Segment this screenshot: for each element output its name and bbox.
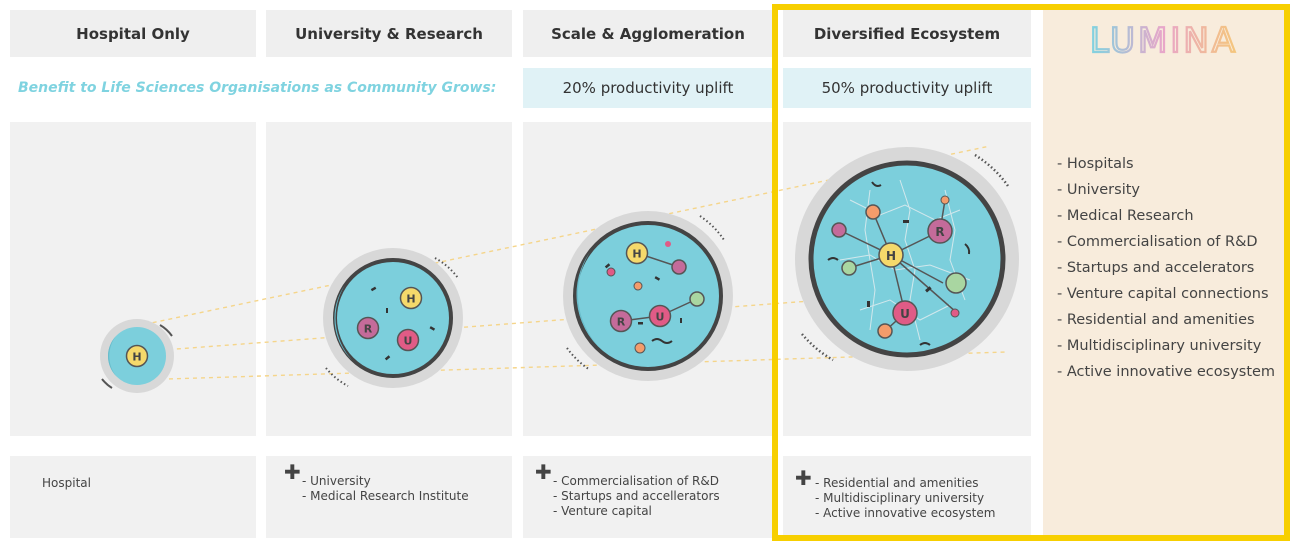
list-item: - University xyxy=(1057,182,1140,198)
list-item: - Hospitals xyxy=(1057,156,1134,172)
footer-university-research: ✚ - University - Medical Research Instit… xyxy=(266,456,512,538)
stage-3-circle: H R U xyxy=(563,211,733,381)
footer-line: - Commercialisation of R&D xyxy=(553,474,719,488)
footer-line: - University xyxy=(302,474,371,488)
footer-line: - Residential and amenities xyxy=(815,476,979,490)
node-hospital xyxy=(399,286,423,310)
list-item: - Venture capital connections xyxy=(1057,286,1269,302)
node-research xyxy=(356,316,380,340)
uplift-20: 20% productivity uplift xyxy=(523,68,773,108)
header-diversified-ecosystem: Diversified Ecosystem xyxy=(783,10,1031,57)
stage-2-circle: H R U xyxy=(323,248,463,388)
benefit-label: Benefit to Life Sciences Organisations a… xyxy=(18,80,497,96)
footer-diversified-ecosystem: ✚ - Residential and amenities - Multidis… xyxy=(783,456,1031,538)
footer-line: - Active innovative ecosystem xyxy=(815,506,996,520)
node-hospital xyxy=(878,242,904,268)
stage-4-circle: H R U xyxy=(795,147,1019,371)
uplift-50: 50% productivity uplift xyxy=(783,68,1031,108)
header-label: Scale & Agglomeration xyxy=(551,24,745,43)
list-item: - Medical Research xyxy=(1057,208,1194,224)
node-label: U xyxy=(900,307,910,321)
list-item: - Startups and accelerators xyxy=(1057,260,1255,276)
header-label: University & Research xyxy=(295,24,483,43)
footer-line: - Startups and accellerators xyxy=(553,489,720,503)
node-university xyxy=(892,300,918,326)
node-label: H xyxy=(132,351,141,364)
list-item: - Active innovative ecosystem xyxy=(1057,364,1276,380)
footer-hospital-only: Hospital xyxy=(10,456,256,538)
node-label: H xyxy=(632,248,641,261)
node-research xyxy=(609,309,633,333)
node-hospital xyxy=(125,344,149,368)
node-label: H xyxy=(406,293,415,306)
list-item: - Commercialisation of R&D xyxy=(1057,234,1258,250)
footer-line: - Venture capital xyxy=(553,504,652,518)
plus-icon: ✚ xyxy=(284,460,301,484)
header-label: Diversified Ecosystem xyxy=(813,24,1001,43)
header-label: Hospital Only xyxy=(76,24,190,43)
lumina-logo-text: LUMINA xyxy=(1090,21,1238,61)
plus-icon: ✚ xyxy=(535,460,552,484)
footer-line: Hospital xyxy=(42,476,91,490)
plus-icon: ✚ xyxy=(795,466,812,490)
node-research xyxy=(927,218,953,244)
node-label: U xyxy=(656,311,665,324)
uplift-text: 50% productivity uplift xyxy=(821,79,993,97)
list-item: - Residential and amenities xyxy=(1057,312,1255,328)
node-university xyxy=(396,328,420,352)
node-label: R xyxy=(935,225,944,239)
node-university xyxy=(648,304,672,328)
connector-line xyxy=(136,145,991,327)
header-university-research: University & Research xyxy=(266,10,512,57)
footer-line: - Multidisciplinary university xyxy=(815,491,985,505)
node-label: H xyxy=(886,249,896,263)
lumina-feature-list: - Hospitals - University - Medical Resea… xyxy=(1057,151,1275,385)
node-hospital xyxy=(625,241,649,265)
uplift-text: 20% productivity uplift xyxy=(562,79,734,97)
stage-1-hospital-circle: H xyxy=(100,319,174,393)
node-label: R xyxy=(617,316,626,329)
lumina-column: LUMINA - Hospitals - University - Medica… xyxy=(1043,10,1285,538)
node-label: U xyxy=(404,335,413,348)
footer-scale-agglomeration: ✚ - Commercialisation of R&D - Startups … xyxy=(523,456,773,538)
list-item: - Multidisciplinary university xyxy=(1057,338,1262,354)
header-scale-agglomeration: Scale & Agglomeration xyxy=(523,10,773,57)
node-label: R xyxy=(364,323,373,336)
lumina-logo: LUMINA xyxy=(1089,20,1238,62)
footer-line: - Medical Research Institute xyxy=(302,489,469,503)
header-hospital-only: Hospital Only xyxy=(10,10,256,57)
